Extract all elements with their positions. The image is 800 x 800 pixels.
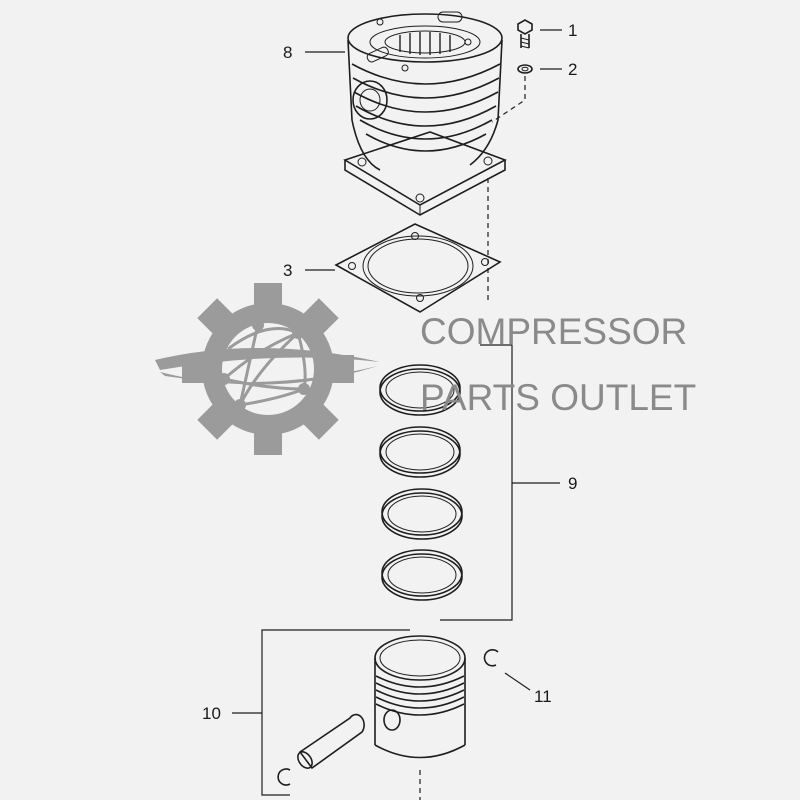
leader-lines xyxy=(232,29,562,796)
piston-part xyxy=(374,635,466,800)
gasket-part xyxy=(334,223,502,313)
callout-1: 1 xyxy=(568,21,577,40)
callout-8: 8 xyxy=(283,43,292,62)
circlip-part xyxy=(277,649,499,786)
piston-rings-part xyxy=(379,364,463,601)
wrist-pin-part xyxy=(297,713,365,770)
washer-part xyxy=(517,64,533,74)
watermark-line-1: COMPRESSOR xyxy=(420,311,687,352)
callout-9: 9 xyxy=(568,474,577,493)
callout-11: 11 xyxy=(534,687,552,706)
callout-2: 2 xyxy=(568,60,577,79)
bolt-part xyxy=(517,19,533,49)
cylinder-part xyxy=(343,11,507,216)
gear-globe-icon xyxy=(155,283,380,455)
callout-3: 3 xyxy=(283,261,292,280)
watermark-line-2: PARTS OUTLET xyxy=(420,377,696,418)
callout-10: 10 xyxy=(202,704,221,723)
